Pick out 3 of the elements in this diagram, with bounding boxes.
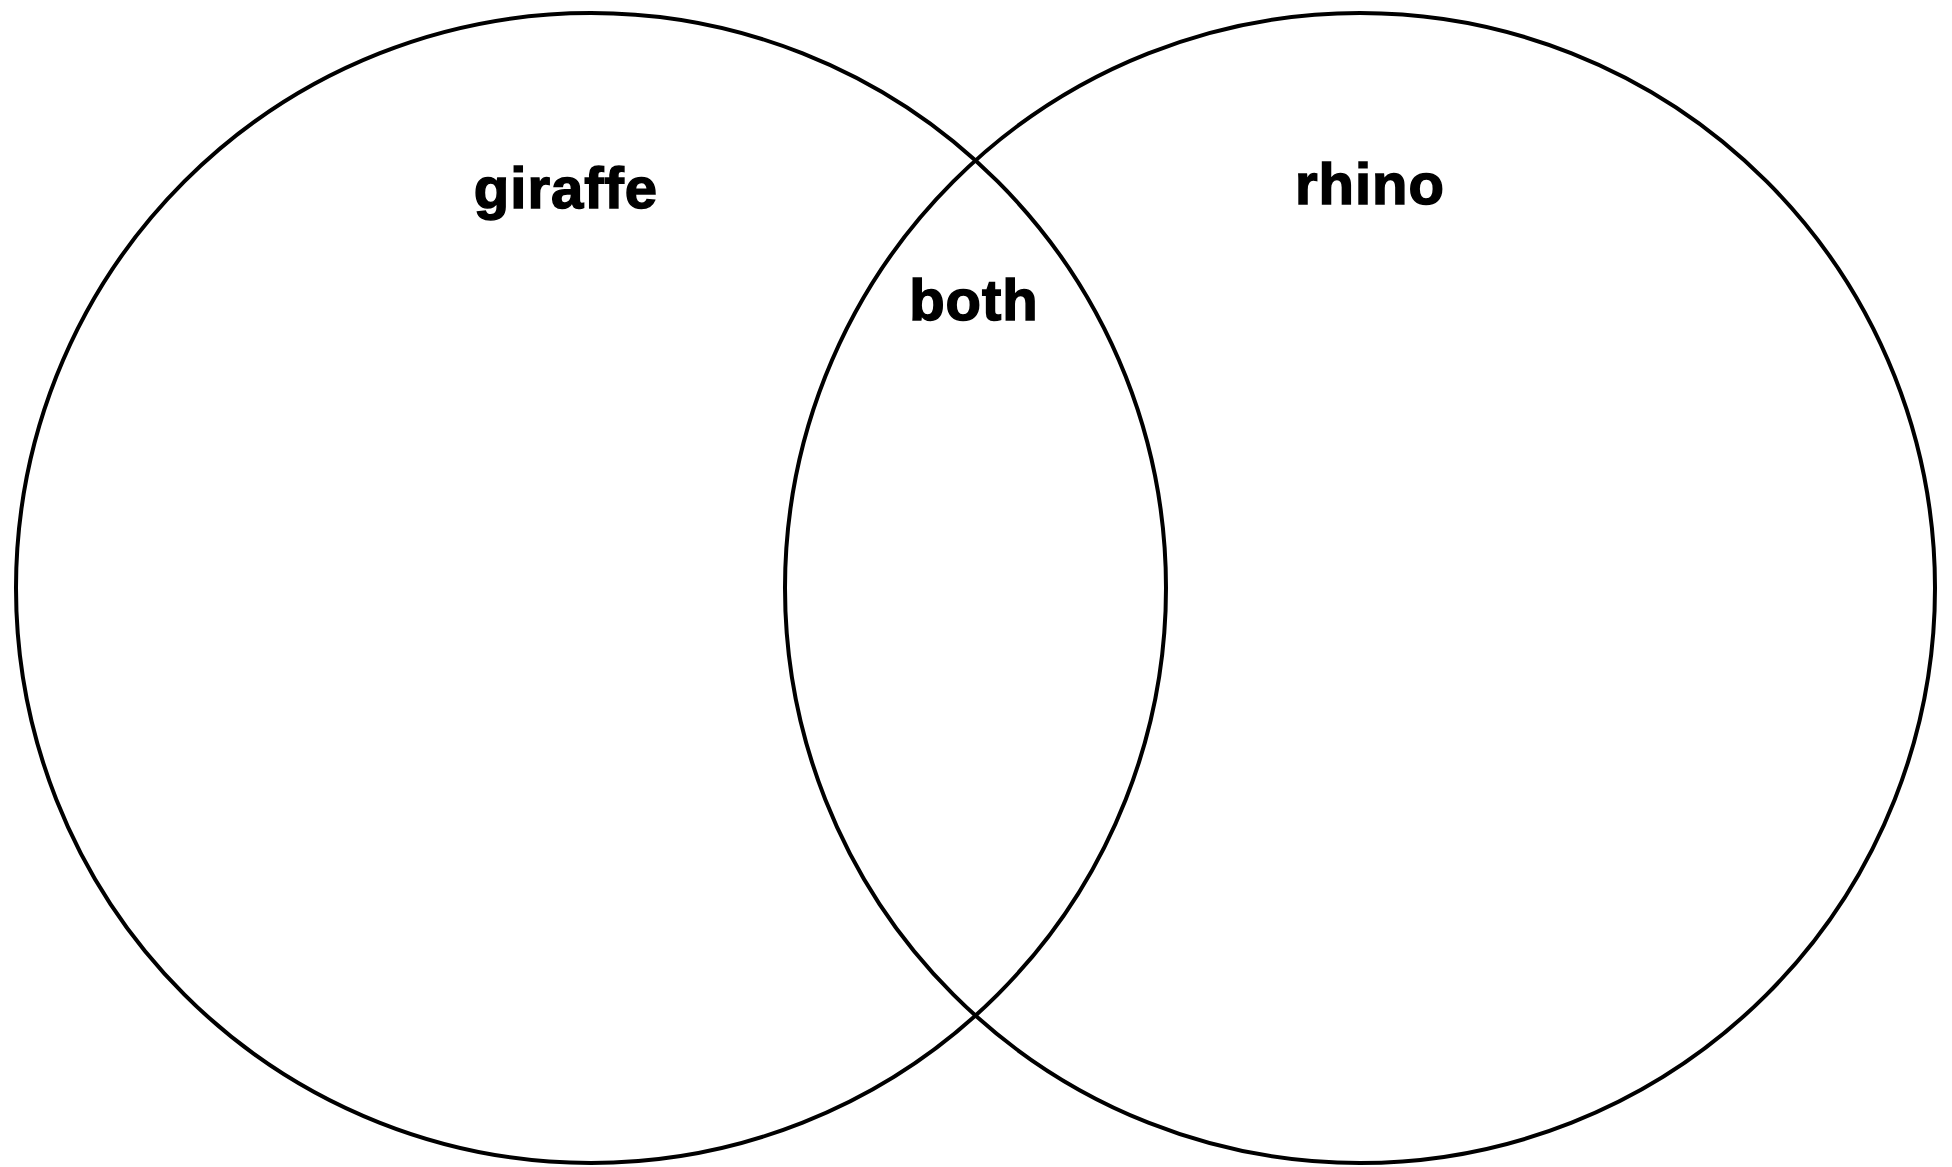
set-label: giraffe bbox=[473, 153, 659, 221]
set-label: rhino bbox=[1295, 149, 1445, 217]
overlap-label: both bbox=[909, 265, 1039, 333]
